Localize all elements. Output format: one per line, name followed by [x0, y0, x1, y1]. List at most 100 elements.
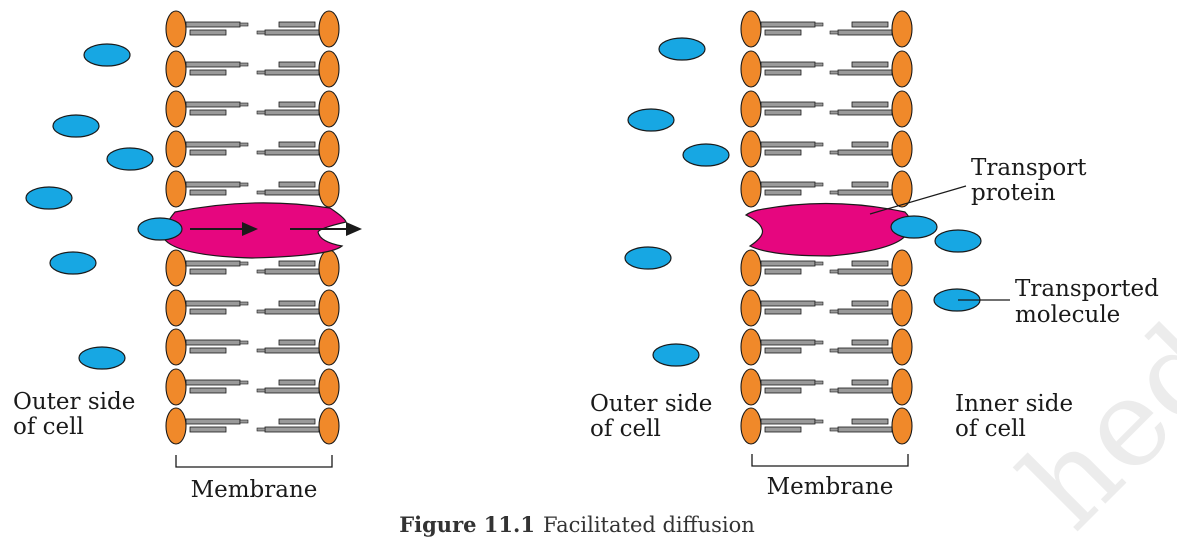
lipid-tail [837, 387, 893, 394]
phospholipid-head [891, 249, 913, 287]
figure-number: Figure 11.1 [399, 512, 535, 537]
lipid-tail-end [256, 70, 266, 75]
lipid-tail [764, 69, 802, 76]
lipid-tail-end [256, 110, 266, 115]
lipid-tail [760, 260, 816, 267]
phospholipid-head [318, 50, 340, 88]
right-membrane-bracket [751, 454, 909, 467]
lipid-tail [278, 379, 316, 386]
lipid-tail [185, 181, 241, 188]
left-molecules [25, 43, 154, 370]
lipid-tail-end [814, 22, 824, 27]
left-arrowhead-1 [242, 222, 258, 236]
lipid-tail [185, 61, 241, 68]
inner-side-label-2: of cell [955, 416, 1026, 442]
lipid-tail [837, 189, 893, 196]
phospholipid-head [891, 368, 913, 406]
lipid-tail [278, 21, 316, 28]
lipid-tail-end [256, 388, 266, 393]
lipid-tail [760, 418, 816, 425]
lipid-tail [185, 379, 241, 386]
lipid-tail-end [239, 261, 249, 266]
molecule [52, 114, 100, 138]
lipid-tail-end [239, 380, 249, 385]
phospholipid-head [740, 90, 762, 128]
transported-molecule-label-2: molecule [1015, 302, 1120, 328]
phospholipid-head [165, 90, 187, 128]
lipid-tail [851, 260, 889, 267]
lipid-tail-end [814, 340, 824, 345]
lipid-tail [189, 69, 227, 76]
lipid-tail [760, 300, 816, 307]
lipid-tail [264, 69, 320, 76]
phospholipid-head [165, 170, 187, 208]
right-transport-protein [744, 202, 912, 257]
lipid-tail [764, 189, 802, 196]
lipid-tail [764, 109, 802, 116]
phospholipid-head [318, 289, 340, 327]
lipid-tail-end [814, 102, 824, 107]
lipid-tail [851, 21, 889, 28]
phospholipid-head [891, 328, 913, 366]
phospholipid-head [740, 170, 762, 208]
lipid-tail-end [829, 150, 839, 155]
phospholipid-head [891, 170, 913, 208]
figure-caption: Figure 11.1 Facilitated diffusion [399, 512, 755, 537]
right-outer-side-label-2: of cell [590, 416, 661, 442]
lipid-tail-end [239, 301, 249, 306]
phospholipid-head [318, 130, 340, 168]
lipid-tail-end [814, 380, 824, 385]
lipid-tail [264, 189, 320, 196]
lipid-tail [278, 418, 316, 425]
lipid-tail-end [829, 190, 839, 195]
lipid-tail [851, 101, 889, 108]
lipid-tail [185, 339, 241, 346]
lipid-tail [264, 387, 320, 394]
lipid-tail [189, 387, 227, 394]
figure-title: Facilitated diffusion [543, 513, 755, 537]
phospholipid-head [891, 130, 913, 168]
lipid-tail [760, 101, 816, 108]
phospholipid-head [891, 10, 913, 48]
phospholipid-head [740, 368, 762, 406]
molecule [658, 37, 706, 61]
lipid-tail [185, 141, 241, 148]
phospholipid-head [740, 249, 762, 287]
lipid-tail [189, 308, 227, 315]
inner-side-label-1: Inner side [955, 391, 1073, 417]
phospholipid-head [318, 328, 340, 366]
phospholipid-head [740, 328, 762, 366]
left-arrowhead-2 [346, 222, 362, 236]
lipid-tail [837, 149, 893, 156]
lipid-tail-end [239, 102, 249, 107]
molecule [652, 343, 700, 367]
lipid-tail-end [256, 348, 266, 353]
lipid-tail [189, 109, 227, 116]
lipid-tail [760, 61, 816, 68]
lipid-tail [278, 300, 316, 307]
phospholipid-head [891, 289, 913, 327]
lipid-tail [837, 308, 893, 315]
molecule [83, 43, 131, 67]
lipid-tail [764, 29, 802, 36]
lipid-tail [837, 69, 893, 76]
lipid-tail-end [239, 62, 249, 67]
lipid-tail-end [814, 301, 824, 306]
lipid-tail-end [256, 150, 266, 155]
lipid-tail [189, 149, 227, 156]
lipid-tail [264, 426, 320, 433]
lipid-tail [764, 347, 802, 354]
lipid-tail-end [814, 62, 824, 67]
lipid-tail [764, 426, 802, 433]
phospholipid-head [165, 130, 187, 168]
right-molecule-released [890, 215, 938, 239]
transport-protein-label-1: Transport [971, 155, 1087, 181]
lipid-tail [851, 379, 889, 386]
lipid-tail [851, 300, 889, 307]
lipid-tail [837, 426, 893, 433]
lipid-tail [185, 418, 241, 425]
lipid-tail [764, 387, 802, 394]
lipid-tail [760, 21, 816, 28]
lipid-tail [278, 339, 316, 346]
left-molecule-in-channel [137, 217, 183, 241]
